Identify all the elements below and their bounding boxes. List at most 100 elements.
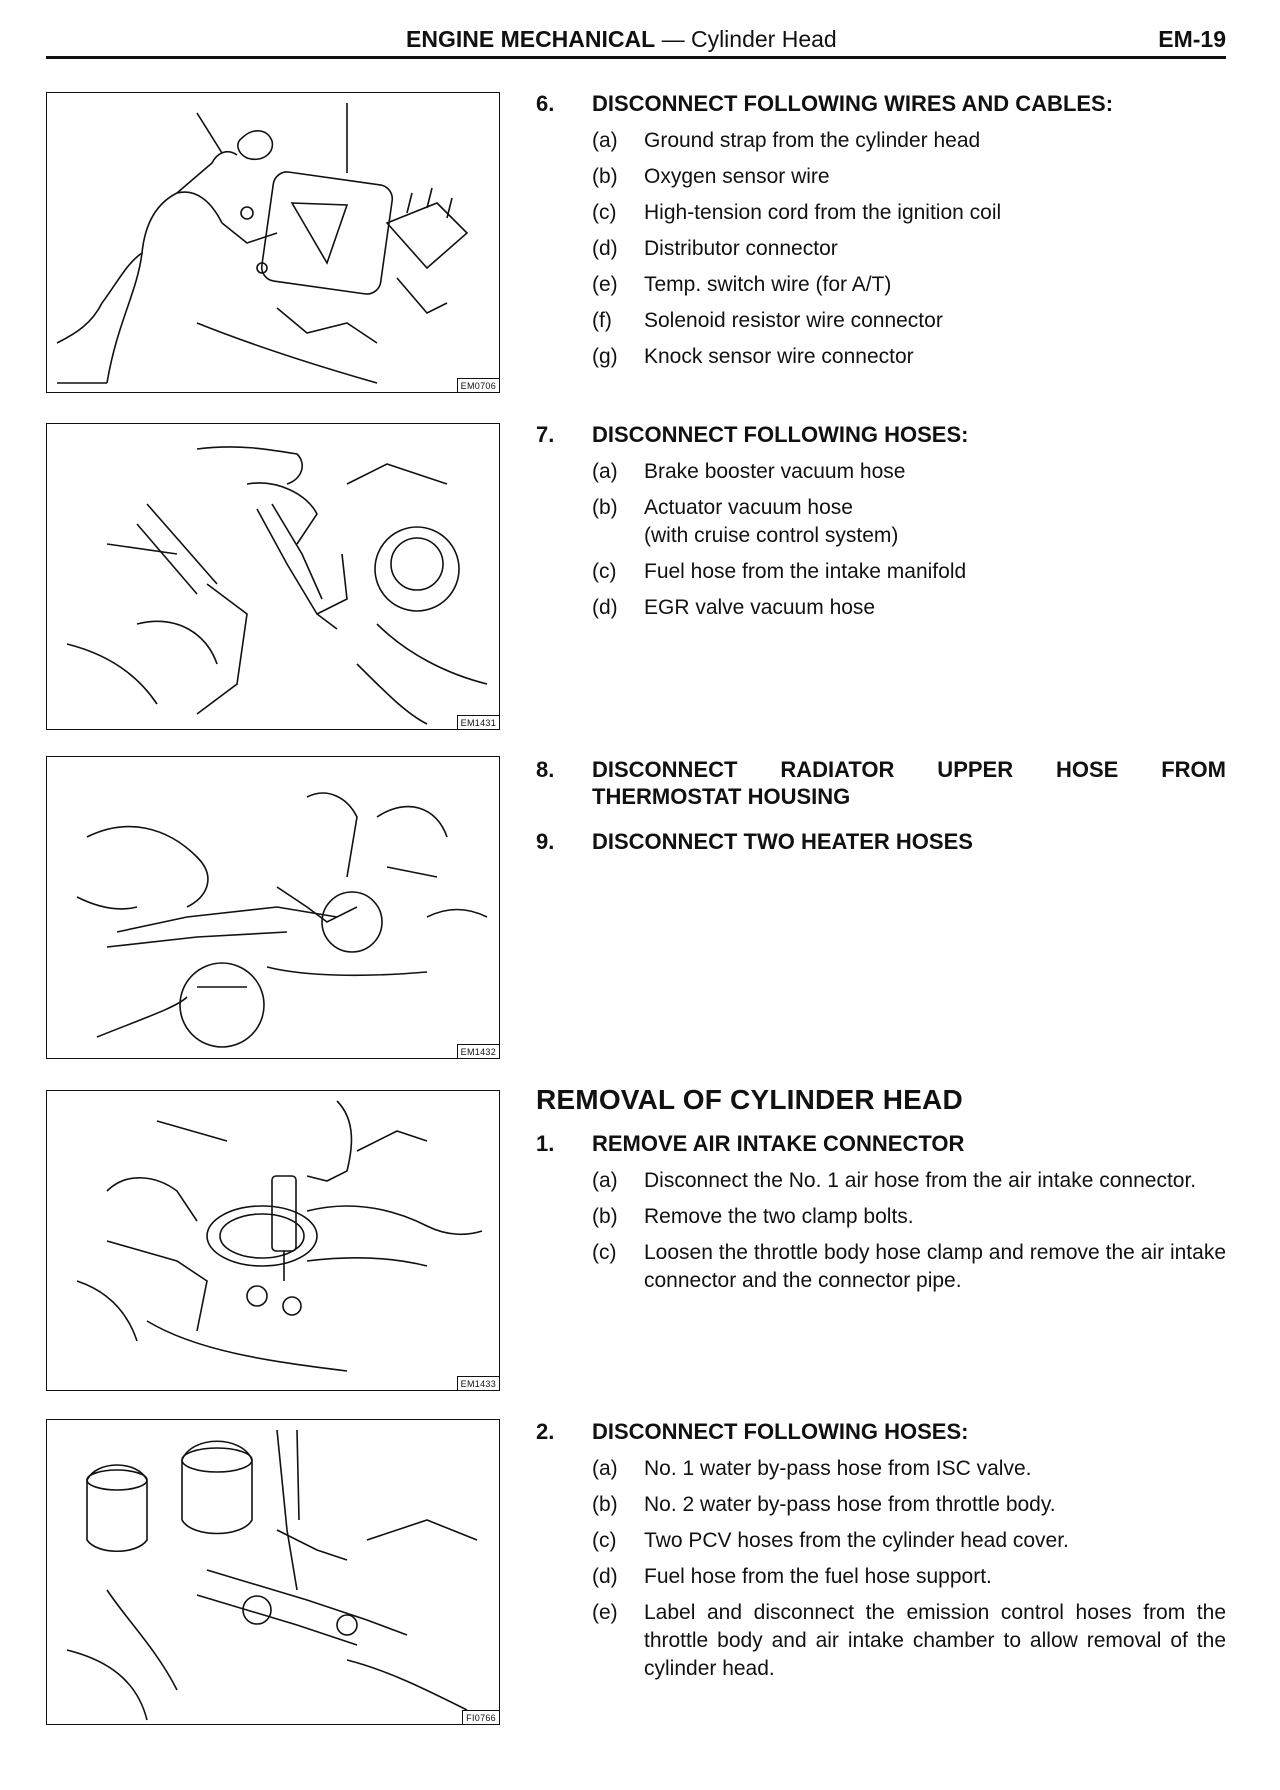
item-letter: (a) [592,129,618,152]
item-letter: (g) [592,345,618,368]
list-item: (f) Solenoid resistor wire connector [536,307,1226,335]
step-7-section: 7. DISCONNECT FOLLOWING HOSES: (a)Brake … [536,421,1226,630]
list-item: (d) EGR valve vacuum hose [536,594,1226,622]
illustration-bypass-hose [66,1429,478,1721]
figure-ignition-coil: EM0706 [46,92,500,393]
step-number: 1. [536,1131,555,1156]
item-letter: (c) [592,201,617,224]
figure-bypass-hose: FI0766 [46,1419,500,1725]
item-letter: (a) [592,1457,618,1480]
item-text: Knock sensor wire connector [644,345,914,368]
page-number: EM-19 [1158,26,1226,52]
step-heading: 8. DISCONNECT RADIATOR UPPER HOSE FROM T… [536,756,1226,810]
item-letter: (d) [592,596,618,619]
step-text: DISCONNECT TWO HEATER HOSES [592,829,973,854]
step-text: DISCONNECT FOLLOWING HOSES: [592,422,969,447]
list-item: (b) Oxygen sensor wire [536,163,1226,191]
item-text-multiline: Actuator vacuum hose (with cruise control… [644,494,1226,550]
illustration-ignition-coil [56,103,469,384]
item-text: EGR valve vacuum hose [644,596,876,619]
item-letter: (a) [592,460,618,483]
step-heading: 2. DISCONNECT FOLLOWING HOSES: [536,1418,1226,1445]
figure-id: EM0706 [456,378,499,392]
figure-id: EM1432 [456,1044,499,1058]
item-text: Label and disconnect the emission contro… [644,1601,1226,1680]
list-item: (a) Ground strap from the cylinder head [536,127,1226,155]
step-text: DISCONNECT FOLLOWING WIRES AND CABLES: [592,91,1114,116]
step-2-section: 2. DISCONNECT FOLLOWING HOSES: (a) No. 1 … [536,1418,1226,1691]
item-text: Two PCV hoses from the cylinder head cov… [644,1529,1069,1552]
item-letter: (b) [592,1493,618,1516]
item-text-continuation: (with cruise control system) [644,524,899,547]
step-text: DISCONNECT FOLLOWING HOSES: [592,1419,969,1444]
step-number: 2. [536,1419,555,1444]
step-number: 7. [536,422,555,447]
item-text: Solenoid resistor wire connector [644,309,943,332]
step-heading: 9. DISCONNECT TWO HEATER HOSES [536,828,1226,855]
figure-id: FI0766 [462,1710,499,1724]
step-6-section: 6. DISCONNECT FOLLOWING WIRES AND CABLES… [536,90,1226,379]
item-text: High-tension cord from the ignition coil [644,201,1002,224]
item-letter: (a) [592,1169,618,1192]
item-letter: (d) [592,1565,618,1588]
item-letter: (b) [592,496,618,519]
item-letter: (b) [592,1205,618,1228]
figure-booster-hose: EM1431 [46,423,500,730]
step-heading: 6. DISCONNECT FOLLOWING WIRES AND CABLES… [536,90,1226,117]
step-8-9-section: 8. DISCONNECT RADIATOR UPPER HOSE FROM T… [536,756,1226,865]
list-item: (c) Fuel hose from the intake manifold [536,558,1226,586]
item-text: Distributor connector [644,237,838,260]
item-text: Oxygen sensor wire [644,165,830,188]
item-letter: (d) [592,237,618,260]
illustration-air-intake-clamp [76,1100,483,1372]
item-text: Fuel hose from the intake manifold [644,560,967,583]
figure-air-intake: EM1433 [46,1090,500,1391]
illustration-radiator-hose [76,792,488,1048]
item-text: Loosen the throttle body hose clamp and … [644,1241,1226,1292]
figure-id: EM1431 [456,715,499,729]
step-text: DISCONNECT RADIATOR UPPER HOSE FROM THER… [592,757,1226,809]
item-text: Actuator vacuum hose [644,496,853,519]
step-text: REMOVE AIR INTAKE CONNECTOR [592,1131,965,1156]
step-number: 9. [536,829,555,854]
page-header: ENGINE MECHANICAL — Cylinder Head EM-19 [46,24,1226,59]
list-item: (c) Loosen the throttle body hose clamp a… [536,1239,1226,1295]
section-title-rest: — Cylinder Head [661,26,837,52]
step-number: 8. [536,757,555,782]
illustration-hose-pliers [66,446,488,725]
list-item: (a) Disconnect the No. 1 air hose from th… [536,1167,1226,1195]
item-letter: (c) [592,1241,617,1264]
list-item: (c) High-tension cord from the ignition c… [536,199,1226,227]
item-letter: (e) [592,1601,618,1624]
removal-section: REMOVAL OF CYLINDER HEAD 1. REMOVE AIR I… [536,1084,1226,1303]
item-text: Fuel hose from the fuel hose support. [644,1565,992,1588]
list-item: (e) Label and disconnect the emission con… [536,1599,1226,1683]
list-item: (a) No. 1 water by-pass hose from ISC val… [536,1455,1226,1483]
step-heading: 1. REMOVE AIR INTAKE CONNECTOR [536,1130,1226,1157]
section-heading: REMOVAL OF CYLINDER HEAD [536,1084,963,1115]
item-text: Ground strap from the cylinder head [644,129,981,152]
item-text: Disconnect the No. 1 air hose from the a… [644,1169,1197,1192]
item-text: No. 1 water by-pass hose from ISC valve. [644,1457,1032,1480]
figure-id: EM1433 [456,1376,499,1390]
item-text: Temp. switch wire (for A/T) [644,273,892,296]
list-item: (e) Temp. switch wire (for A/T) [536,271,1226,299]
item-letter: (e) [592,273,618,296]
list-item: (b) Actuator vacuum hose (with cruise cont… [536,494,1226,550]
section-title: ENGINE MECHANICAL — Cylinder Head [406,26,837,53]
header-rule [46,56,1226,59]
list-item: (b)No. 2 water by-pass hose from throttl… [536,1491,1226,1519]
figure-radiator-hose: EM1432 [46,756,500,1059]
step-number: 6. [536,91,555,116]
list-item: (g) Knock sensor wire connector [536,343,1226,371]
list-item: (a)Brake booster vacuum hose [536,458,1226,486]
item-letter: (f) [592,309,612,332]
list-item: (c) Two PCV hoses from the cylinder head … [536,1527,1226,1555]
item-letter: (b) [592,165,618,188]
list-item: (b)Remove the two clamp bolts. [536,1203,1226,1231]
step-heading: 7. DISCONNECT FOLLOWING HOSES: [536,421,1226,448]
list-item: (d) Fuel hose from the fuel hose support. [536,1563,1226,1591]
item-letter: (c) [592,560,617,583]
item-letter: (c) [592,1529,617,1552]
list-item: (d) Distributor connector [536,235,1226,263]
